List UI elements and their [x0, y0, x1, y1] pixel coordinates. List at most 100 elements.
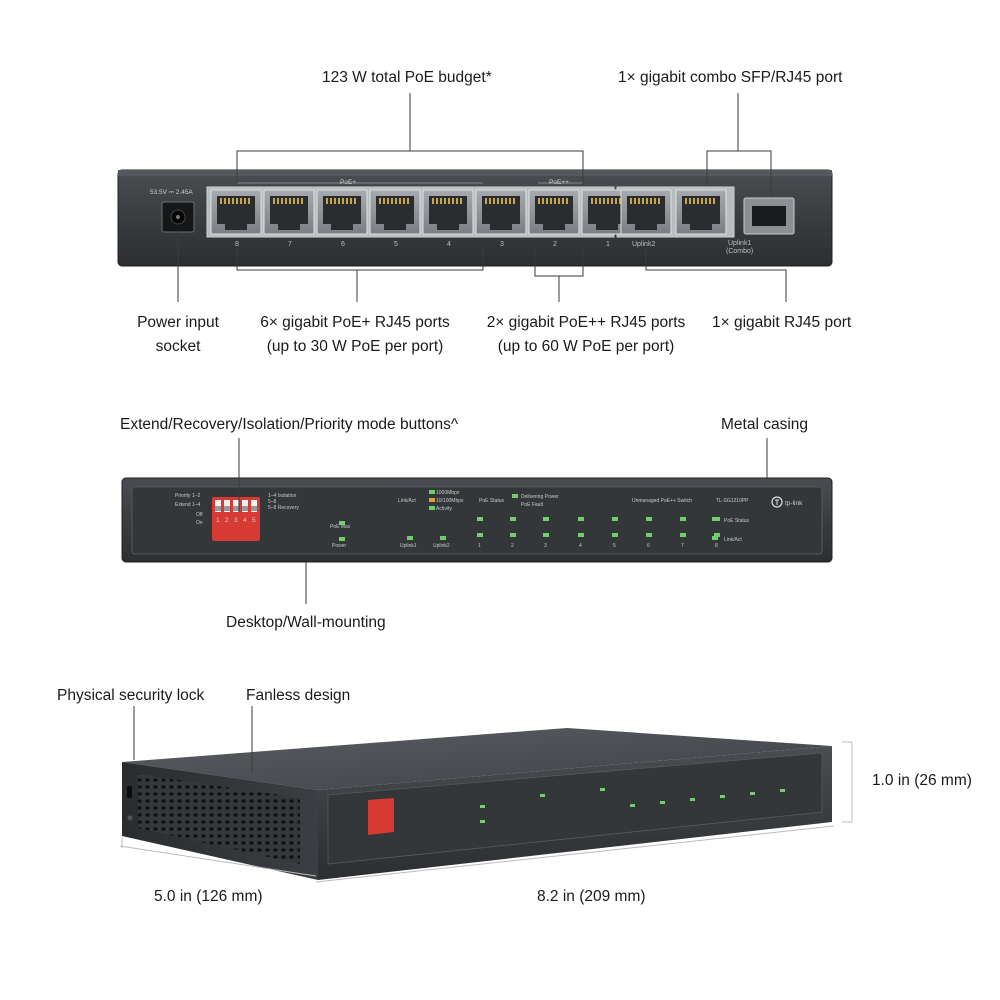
- status-led: [543, 533, 549, 537]
- combo-port-callout: 1× gigabit combo SFP/RJ45 port: [618, 69, 843, 86]
- status-led: [339, 537, 345, 541]
- dip-number: 4: [243, 517, 247, 524]
- dip-row-off: Off: [196, 512, 203, 518]
- port-number-label: 3: [500, 241, 504, 248]
- dip-right-mid: 5–8: [268, 499, 277, 505]
- iso-led: [540, 794, 545, 797]
- power-label: Power: [332, 543, 347, 549]
- status-led: [712, 536, 718, 540]
- security-lock-callout: Physical security lock: [57, 687, 205, 704]
- status-led: [429, 490, 435, 494]
- iso-led: [660, 801, 665, 804]
- rj45-port[interactable]: [620, 189, 672, 235]
- brand-name: tp-link: [785, 500, 803, 507]
- status-led: [578, 517, 584, 521]
- poe-plus-line2: (up to 30 W PoE per port): [266, 338, 444, 355]
- front-port-number: 5: [613, 543, 616, 549]
- status-led: [477, 533, 483, 537]
- dip-number: 3: [234, 517, 238, 524]
- power-rating: 53.5V ⎓ 2.45A: [150, 189, 193, 196]
- power-input-callout: Power input socket: [118, 311, 238, 359]
- height-dimension: 1.0 in (26 mm): [872, 772, 972, 789]
- uplink2-front-label: Uplink2: [433, 543, 450, 549]
- fanless-callout: Fanless design: [246, 687, 351, 704]
- rj45-port[interactable]: [263, 189, 315, 235]
- model-number: TL-SG1210PP: [716, 498, 749, 504]
- port-number-label: 1: [606, 241, 610, 248]
- rj45-port[interactable]: [422, 189, 474, 235]
- poe-max-label: PoE Max: [330, 524, 351, 530]
- status-led: [646, 517, 652, 521]
- mode-buttons-callout: Extend/Recovery/Isolation/Priority mode …: [120, 416, 459, 433]
- status-led: [429, 506, 435, 510]
- iso-led: [630, 804, 635, 807]
- uplink1-label: Uplink1: [728, 240, 751, 247]
- rj45-port[interactable]: [210, 189, 262, 235]
- poe-budget-callout: 123 W total PoE budget*: [322, 69, 492, 86]
- rj45-port[interactable]: [369, 189, 421, 235]
- rj45-port[interactable]: [316, 189, 368, 235]
- isometric-view: [122, 728, 832, 880]
- poe-status-delivering: Delivering Power: [521, 494, 559, 500]
- power-input-line1: Power input: [137, 314, 219, 331]
- status-led: [477, 517, 483, 521]
- poe-plusplus-callout: 2× gigabit PoE++ RJ45 ports (up to 60 W …: [476, 311, 696, 359]
- front-port-number: 7: [681, 543, 684, 549]
- rear-callout-lines: [177, 93, 787, 302]
- power-input-line2: socket: [155, 338, 201, 355]
- poe-status-fault: PoE Fault: [521, 502, 544, 508]
- status-led: [510, 533, 516, 537]
- status-led: [714, 533, 720, 537]
- poe-status-right: PoE Status: [724, 518, 750, 524]
- poe-plusplus-line1: 2× gigabit PoE++ RJ45 ports: [486, 314, 686, 331]
- led-legend-title: Link/Act: [398, 498, 416, 504]
- dimension-lines: [119, 706, 853, 883]
- front-port-number: 1: [478, 543, 481, 549]
- poe-plus-callout: 6× gigabit PoE+ RJ45 ports (up to 30 W P…: [250, 311, 460, 359]
- dip-row-extend: Extend 1–4: [175, 502, 201, 508]
- depth-dimension: 5.0 in (126 mm): [154, 888, 263, 905]
- port-number-label: 2: [553, 241, 557, 248]
- poe-plus-label: PoE+: [340, 179, 356, 186]
- uplink2-label: Uplink2: [632, 241, 655, 248]
- dip-right-isolation: 1–4 Isolation: [268, 493, 297, 499]
- led-legend-100: 10/100Mbps: [436, 498, 464, 504]
- status-led: [612, 517, 618, 521]
- metal-casing-callout: Metal casing: [721, 416, 809, 433]
- dip-number: 1: [216, 517, 220, 524]
- port-number-label: 8: [235, 241, 239, 248]
- status-led: [510, 517, 516, 521]
- rj45-port[interactable]: [475, 189, 527, 235]
- front-port-number: 4: [579, 543, 582, 549]
- uplink1-front-label: Uplink1: [400, 543, 417, 549]
- security-lock-slot: [127, 786, 132, 798]
- front-port-number: 8: [715, 543, 718, 549]
- rj45-port[interactable]: [528, 189, 580, 235]
- mounting-callout: Desktop/Wall-mounting: [226, 614, 386, 631]
- status-led: [440, 536, 446, 540]
- front-callout-lines: [238, 438, 768, 604]
- front-port-number: 3: [544, 543, 547, 549]
- port-number-label: 6: [341, 241, 345, 248]
- port-number-label: 5: [394, 241, 398, 248]
- poe-plusplus-line2: (up to 60 W PoE per port): [497, 338, 675, 355]
- status-led: [512, 494, 518, 498]
- iso-dip-switch[interactable]: [368, 798, 394, 835]
- width-dimension: 8.2 in (209 mm): [537, 888, 646, 905]
- iso-led: [750, 792, 755, 795]
- led-legend-activity: Activity: [436, 506, 452, 512]
- rj45-port[interactable]: [675, 189, 727, 235]
- poe-status-title: PoE Status: [479, 498, 505, 504]
- poe-plus-line1: 6× gigabit PoE+ RJ45 ports: [260, 314, 450, 331]
- status-led: [578, 533, 584, 537]
- port-number-label: 7: [288, 241, 292, 248]
- iso-led: [480, 820, 485, 823]
- status-led: [680, 533, 686, 537]
- iso-led: [480, 805, 485, 808]
- vent-grille: [138, 774, 300, 864]
- iso-led: [780, 789, 785, 792]
- tp-link-logo: [771, 496, 783, 508]
- front-port-number: 6: [647, 543, 650, 549]
- port-number-label: 4: [447, 241, 451, 248]
